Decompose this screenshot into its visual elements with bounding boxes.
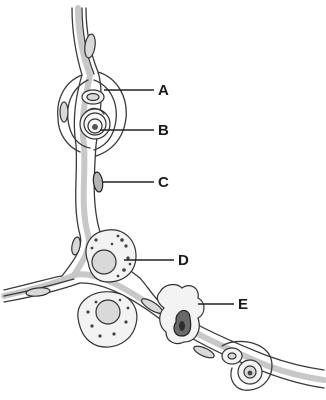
granular-cell <box>78 292 137 347</box>
structure-d <box>86 230 136 282</box>
label-a: A <box>158 82 169 99</box>
structure-e <box>157 285 204 344</box>
structure-b <box>80 108 110 139</box>
labels: A B C D E <box>158 82 248 313</box>
structure-a <box>82 90 104 104</box>
label-c: C <box>158 174 169 191</box>
label-e: E <box>238 296 248 313</box>
label-d: D <box>178 252 189 269</box>
label-b: B <box>158 122 169 139</box>
